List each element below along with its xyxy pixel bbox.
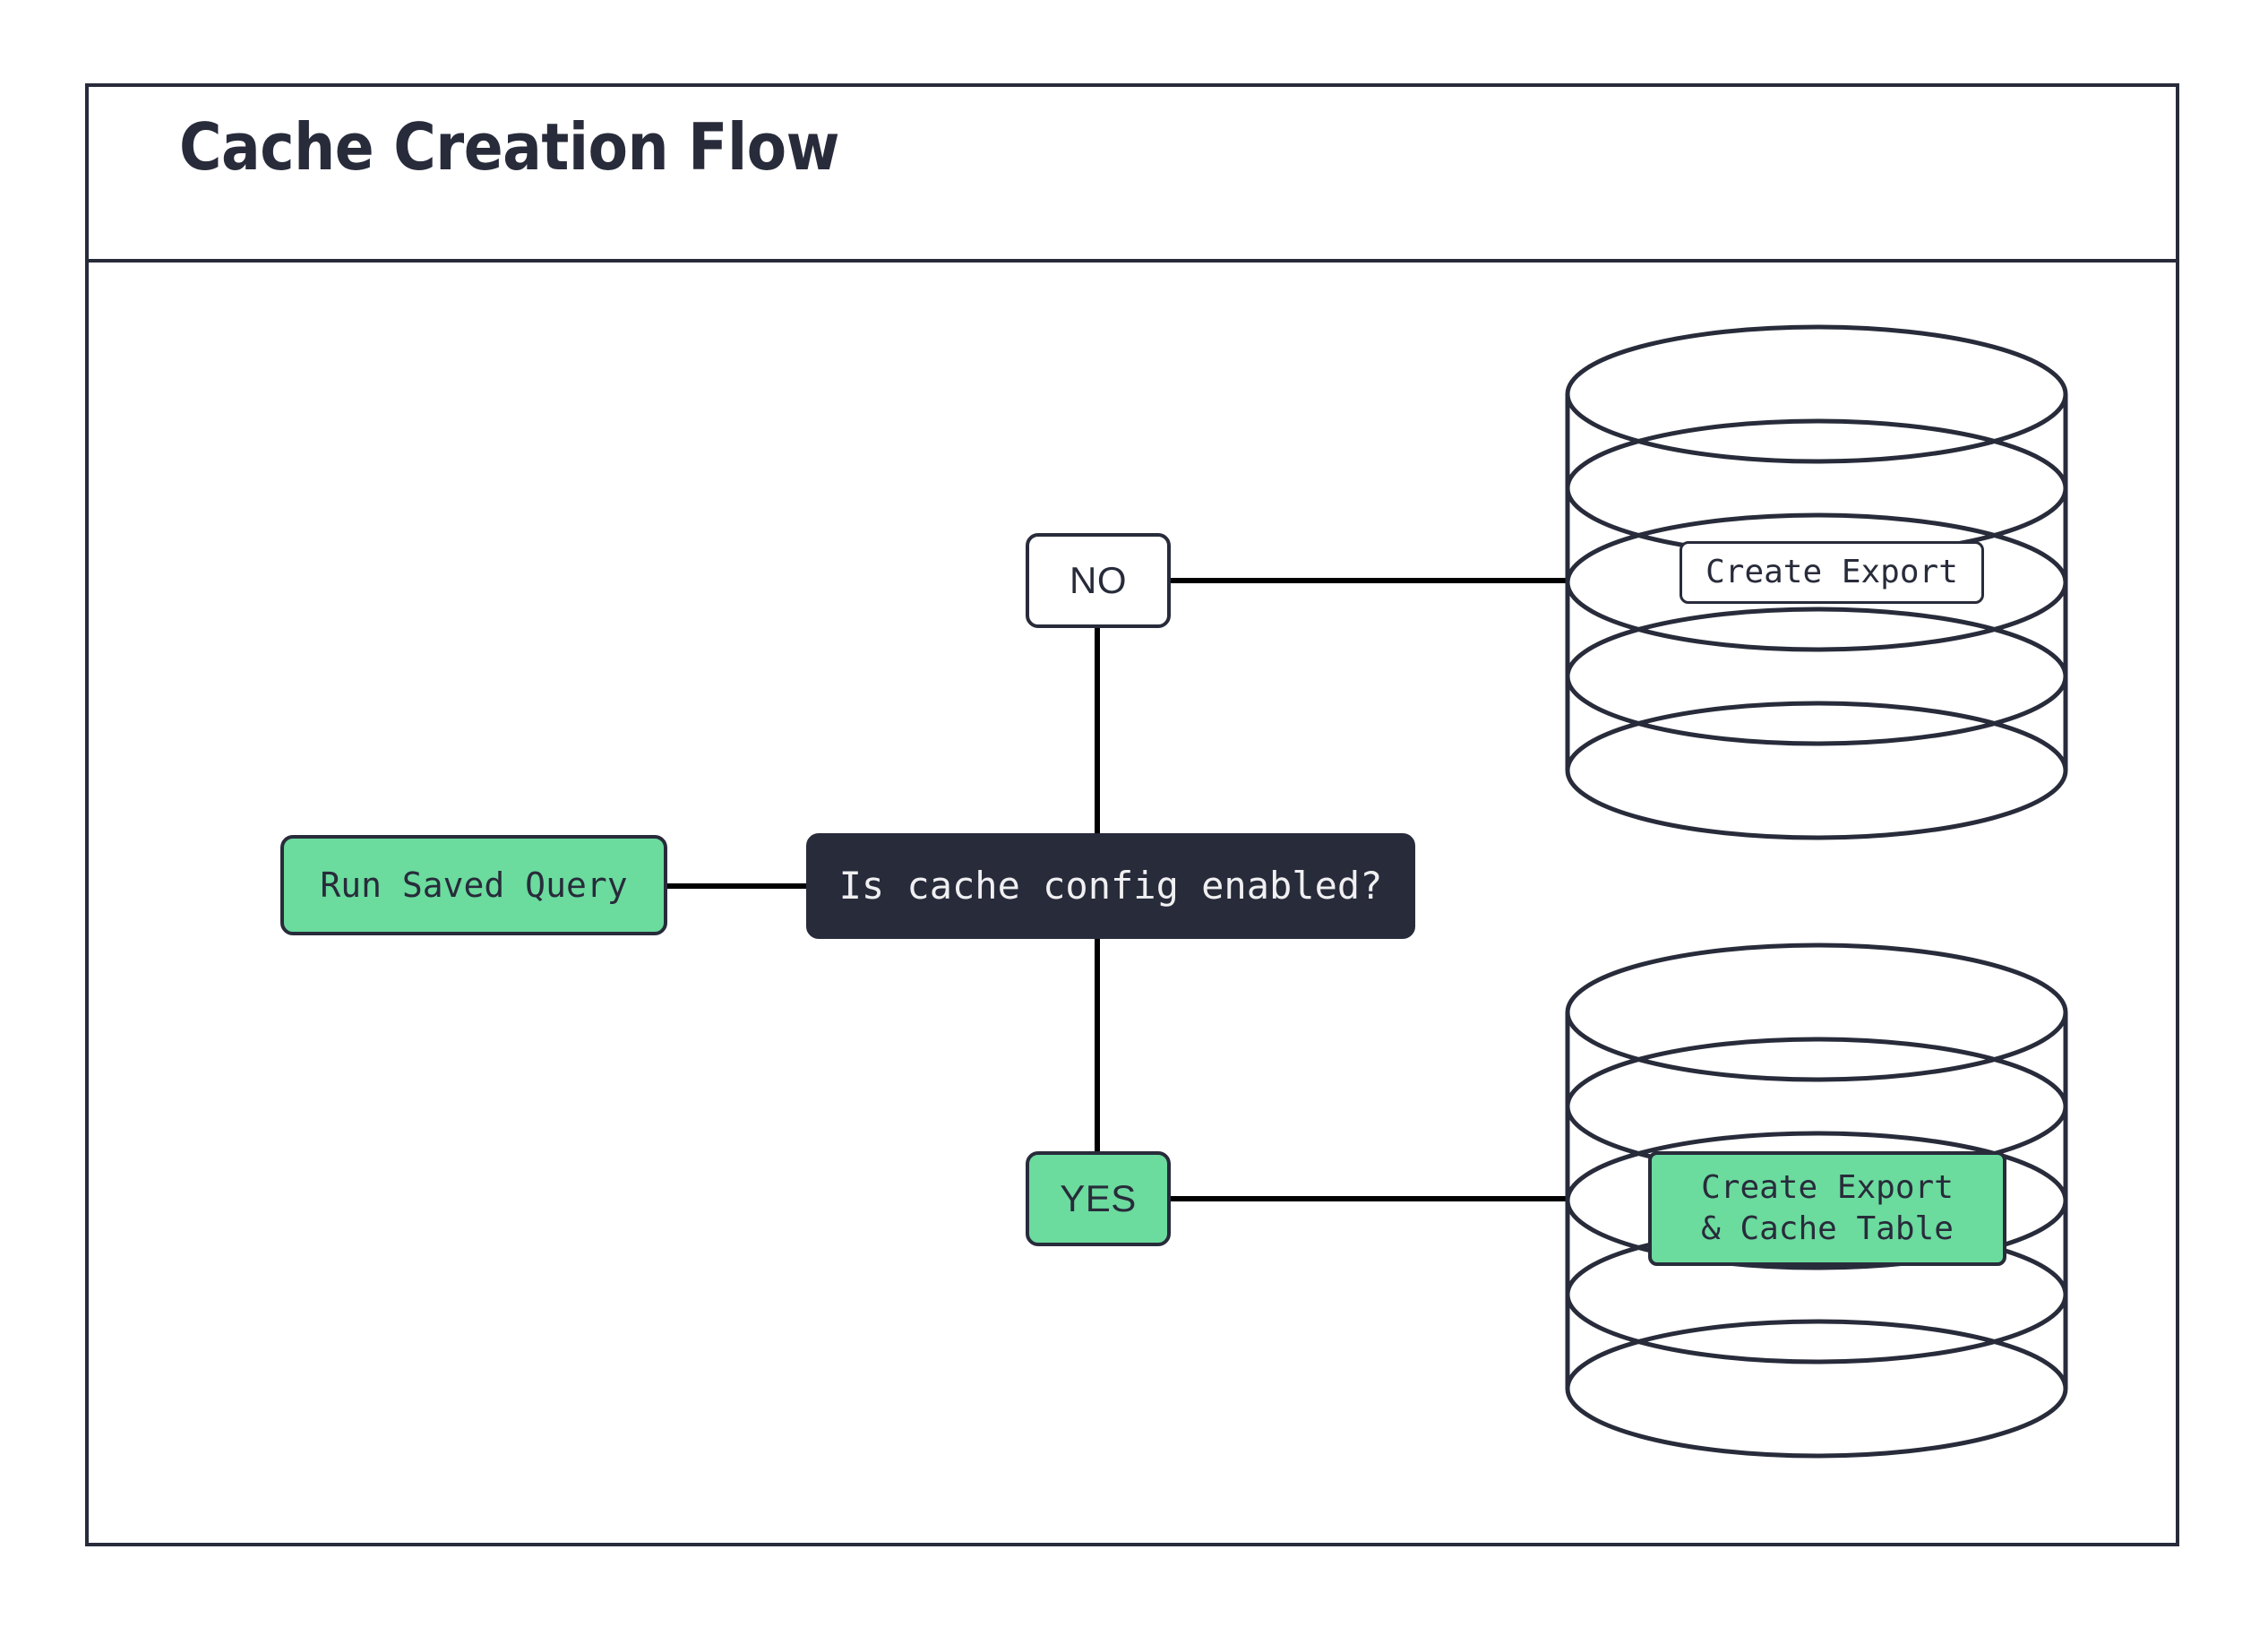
diagram-frame [85, 83, 2179, 1546]
node-run-saved-query[interactable]: Run Saved Query [280, 835, 667, 935]
node-branch-yes[interactable]: YES [1026, 1151, 1171, 1246]
page-title: Cache Creation Flow [179, 109, 839, 185]
node-decision-is-cache-config-enabled[interactable]: Is cache config enabled? [806, 833, 1415, 939]
node-create-export-and-cache-table[interactable]: Create Export & Cache Table [1648, 1151, 2006, 1266]
node-branch-no[interactable]: NO [1026, 533, 1171, 628]
node-create-export[interactable]: Create Export [1680, 541, 1984, 604]
